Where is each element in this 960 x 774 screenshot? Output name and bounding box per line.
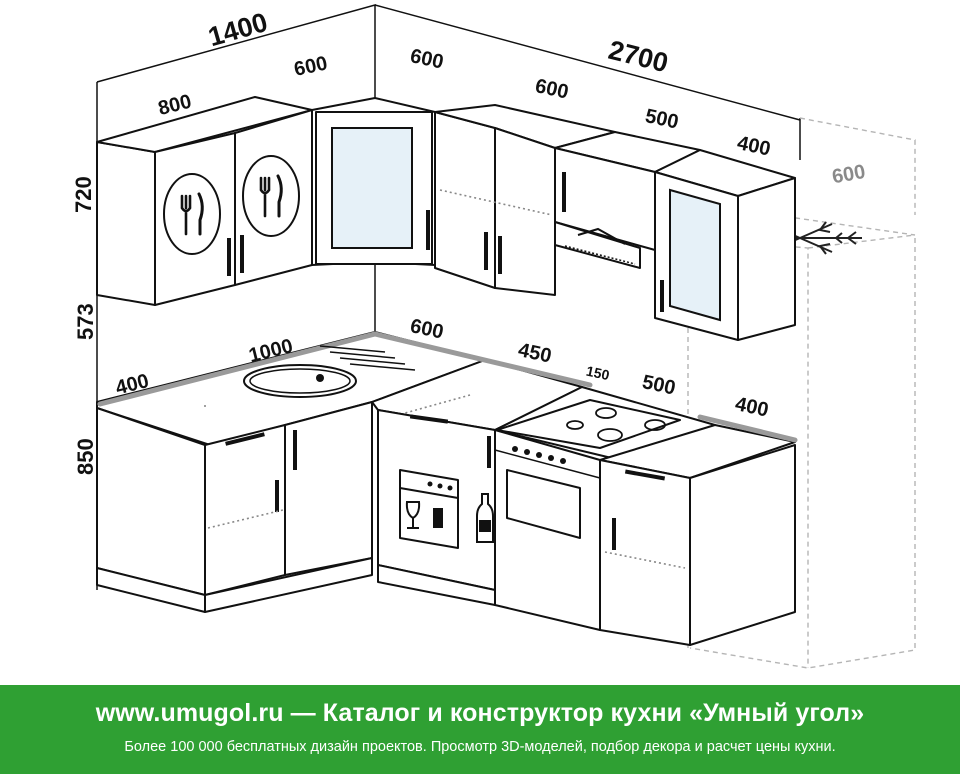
dim-500-upper: 500 <box>643 105 680 133</box>
countertop <box>96 331 798 479</box>
dim-500-counter: 500 <box>640 371 677 399</box>
upper-cabinet-hood <box>554 131 701 269</box>
dim-600-fridge: 600 <box>830 161 867 188</box>
footer-title[interactable]: www.umugol.ru — Каталог и конструктор ку… <box>95 699 865 727</box>
dim-850: 850 <box>73 438 98 475</box>
dim-720: 720 <box>71 176 96 213</box>
fork-knife-icon <box>180 192 204 236</box>
dim-573: 573 <box>73 303 98 340</box>
dim-400-counter-right: 400 <box>733 393 770 421</box>
base-cabinet-right <box>599 444 796 646</box>
dim-600-a: 600 <box>408 45 445 73</box>
wine-glass-icon <box>405 501 421 529</box>
fork-knife-icon <box>259 174 283 218</box>
dim-2700: 2700 <box>606 35 672 79</box>
dimension-labels: 1400 2700 800 600 600 600 500 400 600 72… <box>71 7 867 475</box>
sink <box>243 345 416 398</box>
dim-1400: 1400 <box>205 7 271 52</box>
footer-banner: www.umugol.ru — Каталог и конструктор ку… <box>0 685 960 774</box>
base-cabinet-dishwasher <box>377 409 496 606</box>
upper-cabinet-corner-glass <box>311 97 436 266</box>
dim-600-b: 600 <box>533 75 570 103</box>
dim-600-corner: 600 <box>292 52 329 80</box>
upper-cabinet-left <box>96 96 313 306</box>
cup-icon <box>433 508 443 528</box>
upper-cabinet-right-glass <box>654 149 796 341</box>
cooktop <box>496 399 681 449</box>
dim-600-counter: 600 <box>408 315 445 343</box>
footer-subtitle: Более 100 000 бесплатных дизайн проектов… <box>124 739 836 755</box>
bottle-icon <box>476 493 494 543</box>
kitchen-diagram: 1400 2700 800 600 600 600 500 400 600 72… <box>71 4 916 669</box>
dim-150: 150 <box>585 363 611 384</box>
base-cabinet-left <box>96 401 373 613</box>
dim-400-upper: 400 <box>735 132 772 160</box>
stove-oven <box>494 429 601 631</box>
upper-cabinet-middle <box>434 104 616 296</box>
dim-450: 450 <box>516 339 553 367</box>
